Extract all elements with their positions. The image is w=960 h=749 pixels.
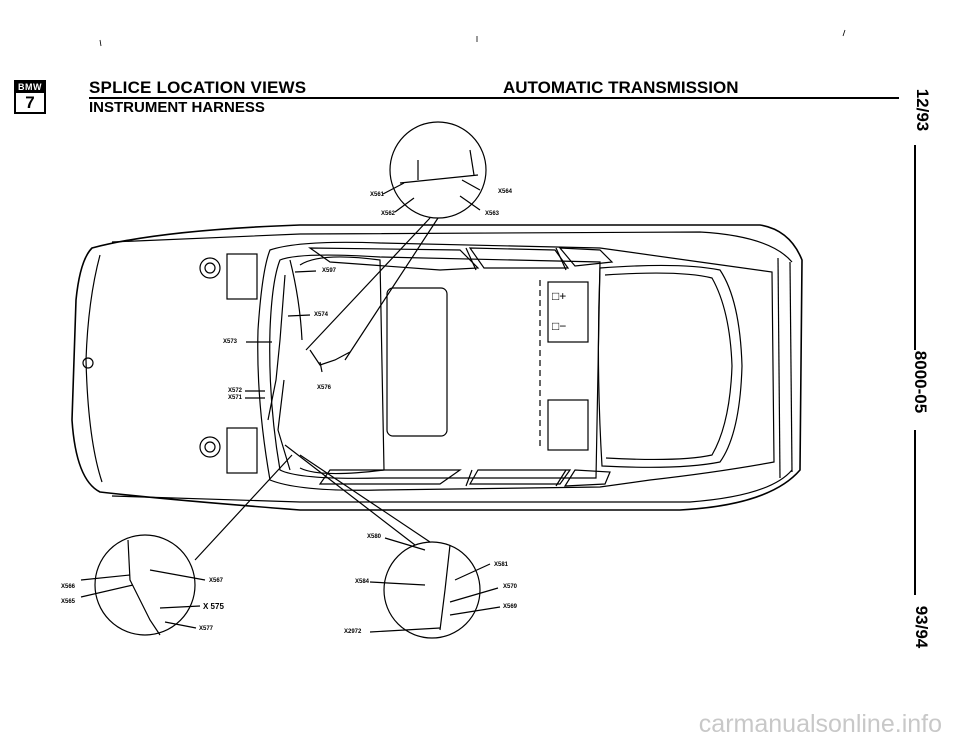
splice-x561-label: X561	[370, 192, 385, 198]
splice-x574-label: X574	[314, 312, 329, 318]
side-rule-top	[914, 145, 916, 350]
splice-x573-label: X573	[223, 339, 238, 345]
splice-x563-label: X563	[485, 211, 500, 217]
splice-x571-label: X571	[228, 395, 243, 401]
logo-brand: BMW	[16, 82, 44, 93]
splice-x2972-label: X2972	[344, 629, 362, 635]
cabin-outline	[257, 241, 775, 491]
splice-x572-label: X572	[228, 388, 243, 394]
splice-x597-label: X597	[322, 268, 337, 274]
side-rule-bottom	[914, 430, 916, 595]
fuse-box-top	[226, 253, 258, 300]
splice-x565-label: X565	[61, 599, 76, 605]
watermark: carmanualsonline.info	[698, 710, 942, 738]
header-rule	[89, 97, 899, 99]
svg-text:□+: □+	[552, 289, 566, 303]
splice-x576-label: X576	[317, 385, 332, 391]
sunroof	[386, 287, 448, 437]
car-body-outline	[71, 224, 803, 511]
splice-x577-label: X577	[199, 626, 214, 632]
fuse-box-bottom	[226, 427, 258, 474]
section-title: AUTOMATIC TRANSMISSION	[503, 78, 739, 97]
detail-circle-left	[94, 534, 196, 636]
splice-x580-label: X580	[367, 534, 382, 540]
splice-x567-label: X567	[209, 578, 224, 584]
splice-x569-label: X569	[503, 604, 518, 610]
splice-x562-label: X562	[381, 211, 396, 217]
splice-x581-label: X581	[494, 562, 509, 568]
splice-x584-label: X584	[355, 579, 370, 585]
page-title: SPLICE LOCATION VIEWS	[89, 78, 307, 97]
svg-text:□−: □−	[552, 319, 566, 333]
splice-x570-label: X570	[503, 584, 518, 590]
logo-series: 7	[25, 93, 35, 112]
detail-circle-right	[383, 541, 481, 639]
page-subtitle: INSTRUMENT HARNESS	[89, 99, 265, 116]
splice-x564-label: X564	[498, 189, 513, 195]
splice-x566-label: X566	[61, 584, 76, 590]
splice-x575-label: X 575	[203, 602, 224, 611]
bmw-7-series-logo: BMW 7	[14, 80, 46, 114]
